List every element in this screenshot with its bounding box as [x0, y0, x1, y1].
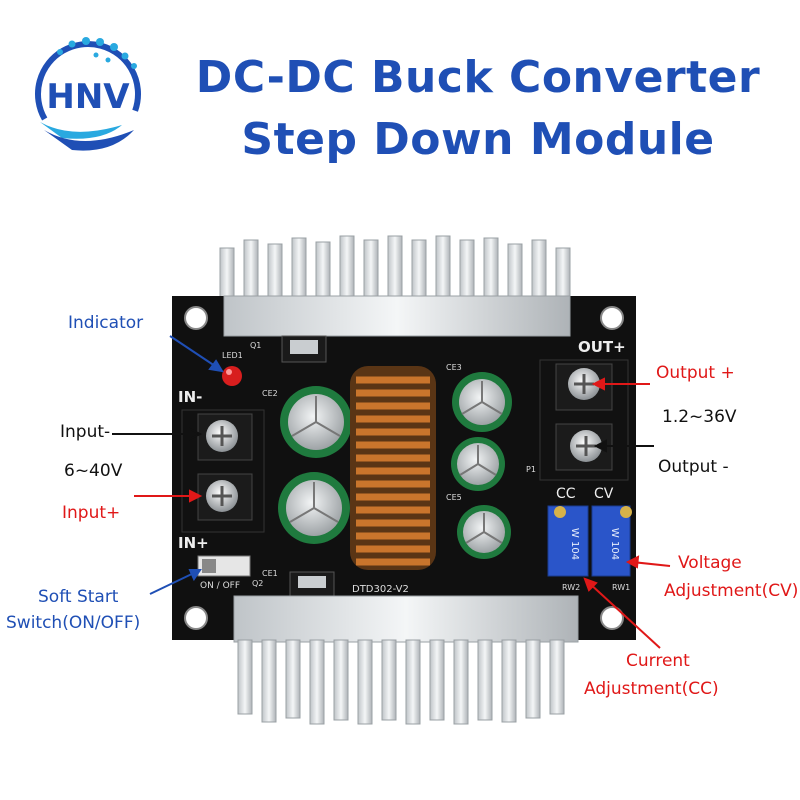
input-range-label: 6~40V [64, 461, 123, 481]
ce2-label: CE2 [262, 389, 278, 398]
page-title-line1: DC-DC Buck Converter [195, 52, 761, 103]
voltage-label-line1: Voltage [678, 553, 742, 573]
led-label: LED1 [222, 351, 243, 360]
output-range-label: 1.2~36V [662, 407, 737, 427]
ce5-label: CE5 [446, 493, 462, 502]
input-plus-arrow [134, 489, 203, 503]
q1-label: Q1 [250, 341, 261, 350]
pot-cc-marking: W 104 [569, 528, 580, 560]
input-plus-label: Input+ [62, 503, 121, 523]
capacitor-ce1 [278, 472, 350, 544]
pot-cv-marking: W 104 [609, 528, 620, 560]
soft-start-label-line2: Switch(ON/OFF) [6, 613, 141, 633]
model-label: DTD302-V2 [352, 584, 409, 595]
silk-cc: CC [556, 486, 576, 502]
soft-start-switch [197, 555, 251, 577]
current-label-line2: Adjustment(CC) [584, 679, 719, 699]
indicator-arrow [169, 335, 224, 373]
ce3-label: CE3 [446, 363, 462, 372]
bottom-heatsink [233, 595, 579, 725]
input-minus-label: Input- [60, 422, 111, 442]
indicator-led [222, 366, 242, 386]
output-plus-label: Output + [656, 363, 735, 383]
soft-start-label-line1: Soft Start [38, 587, 119, 607]
capacitor-ce4 [451, 437, 505, 491]
current-arrow [583, 577, 661, 649]
soft-start-arrow [149, 569, 202, 595]
p1-label: P1 [526, 465, 536, 474]
input-terminal-block [181, 409, 265, 533]
silk-cv: CV [594, 486, 614, 502]
capacitor-ce3 [452, 372, 512, 432]
capacitor-ce2 [280, 386, 352, 458]
silk-switch: ON / OFF [200, 581, 240, 591]
potentiometer-cv: W 104 [591, 505, 632, 577]
output-minus-arrow [593, 439, 654, 453]
input-minus-arrow [112, 427, 203, 441]
inductor-coil [350, 366, 436, 570]
silk-in-plus: IN+ [178, 534, 209, 552]
silk-out-plus: OUT+ [578, 338, 626, 356]
rw1-label: RW1 [612, 583, 630, 592]
ce1-label: CE1 [262, 569, 278, 578]
voltage-label-line2: Adjustment(CV) [664, 581, 799, 601]
voltage-arrow [625, 555, 671, 569]
output-minus-label: Output - [658, 457, 729, 477]
capacitor-ce5 [457, 505, 511, 559]
indicator-label: Indicator [68, 313, 144, 333]
logo-text: HNV [46, 77, 130, 117]
potentiometer-cc: W 104 [547, 505, 589, 577]
output-terminal-block [539, 359, 629, 481]
current-label-line1: Current [626, 651, 690, 671]
page-title-line2: Step Down Module [241, 114, 715, 165]
rw2-label: RW2 [562, 583, 580, 592]
silk-in-minus: IN- [178, 388, 202, 406]
output-plus-arrow [591, 377, 650, 391]
hnv-logo: HNV [34, 37, 141, 151]
q2-label: Q2 [252, 579, 263, 588]
